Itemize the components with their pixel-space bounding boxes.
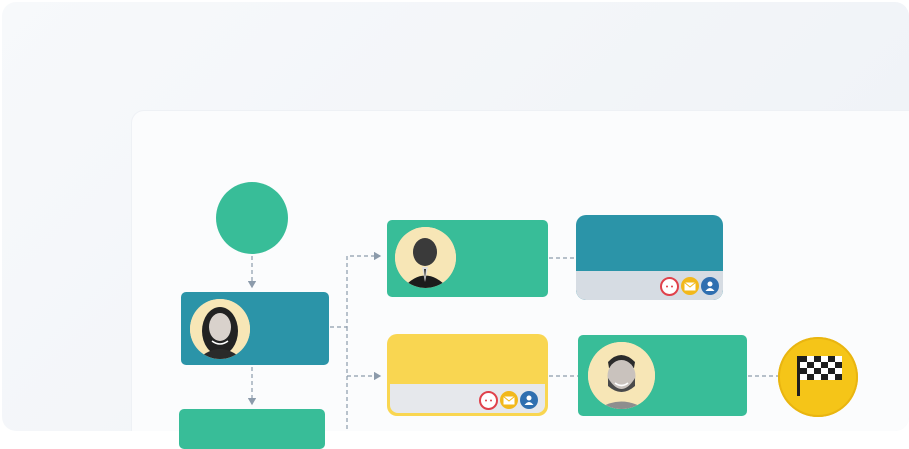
chat-icon [479, 391, 498, 410]
step-man-suit-card[interactable] [387, 220, 548, 297]
start-node[interactable] [216, 182, 288, 254]
channel-icons [479, 391, 538, 410]
channel-icons [660, 277, 719, 296]
chat-icon [660, 277, 679, 296]
finish-node[interactable] [778, 337, 858, 417]
man-suit-avatar [395, 227, 456, 288]
connector-branch-top [330, 251, 382, 328]
user-icon [520, 391, 538, 409]
step-woman-card[interactable] [181, 292, 329, 365]
woman-avatar [190, 299, 250, 359]
step-bottom-card[interactable] [179, 409, 325, 449]
email-icon [500, 391, 518, 409]
email-icon [681, 277, 699, 295]
channels-strip [390, 384, 545, 413]
connector-branch-middle [346, 327, 382, 381]
step-yellow-channels-card[interactable] [387, 334, 548, 416]
step-man-beard-card[interactable] [578, 335, 747, 416]
man-beard-avatar [588, 342, 655, 409]
user-icon [701, 277, 719, 295]
connector-lines [247, 251, 778, 431]
checkered-flag-icon [797, 356, 842, 396]
step-teal-channels-card[interactable] [576, 215, 723, 300]
